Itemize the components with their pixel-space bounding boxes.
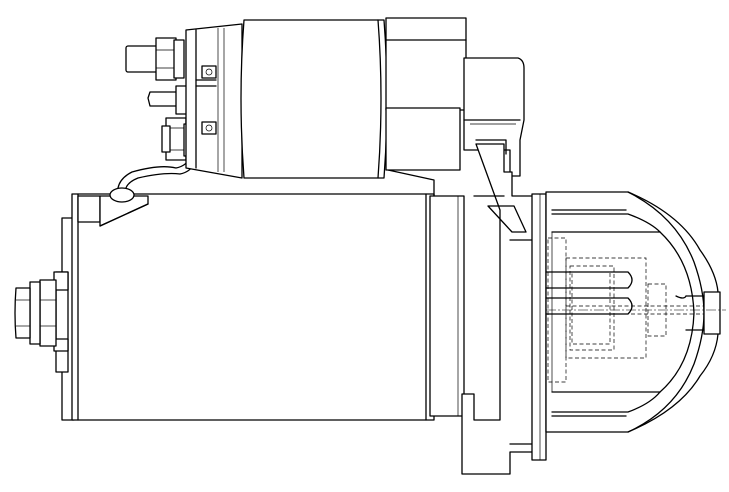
pinion-shaft-end [675, 291, 721, 335]
ground-strap [77, 157, 195, 227]
solenoid-terminal-top [125, 37, 185, 81]
pinion-nose-cone [545, 191, 719, 433]
solenoid-body [240, 17, 467, 179]
solenoid-cap [185, 23, 243, 179]
rear-terminal-stud [14, 217, 75, 421]
hidden-internal-parts [546, 237, 726, 383]
motor-housing [71, 169, 465, 421]
drive-end-housing [461, 143, 547, 475]
